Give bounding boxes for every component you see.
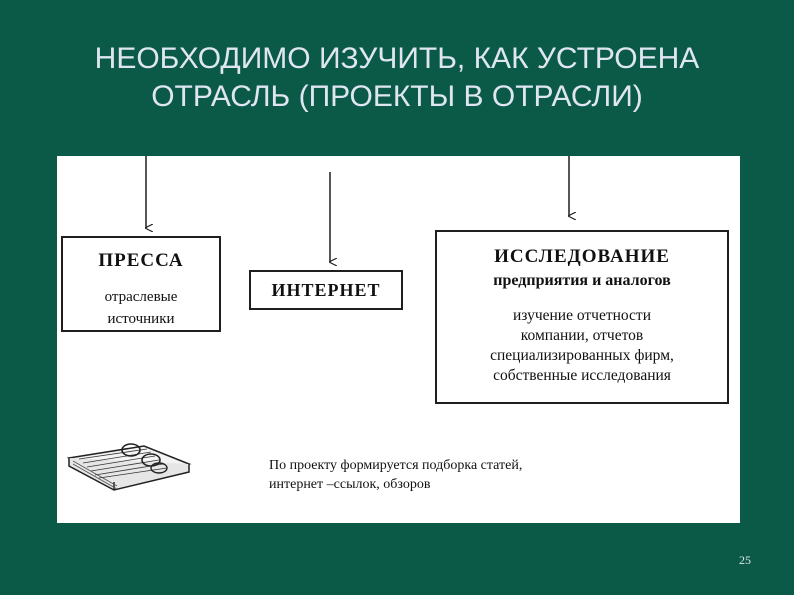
research-text: изучение отчетности компании, отчетов сп… (437, 306, 727, 386)
press-line-2: источники (107, 311, 175, 327)
slide-title-line-2: ОТРАСЛЬ (ПРОЕКТЫ В ОТРАСЛИ) (151, 80, 643, 113)
research-line-4: собственные исследования (493, 367, 671, 384)
research-subtitle: предприятия и аналогов (493, 272, 671, 289)
diagram-panel: ПРЕССА отраслевые источники ИНТЕРНЕТ ИСС… (57, 156, 740, 523)
arrows-layer (57, 156, 740, 523)
press-title: ПРЕССА (98, 250, 184, 271)
research-box: ИССЛЕДОВАНИЕ предприятия и аналогов изуч… (435, 230, 729, 404)
research-line-2: компании, отчетов (520, 327, 644, 344)
note-line-2: интернет –ссылок, обзоров (269, 477, 431, 492)
research-line-1: изучение отчетности (512, 307, 651, 324)
slide-title: НЕОБХОДИМО ИЗУЧИТЬ, КАК УСТРОЕНА ОТРАСЛЬ… (40, 40, 754, 116)
research-title: ИССЛЕДОВАНИЕ (494, 246, 670, 267)
internet-box: ИНТЕРНЕТ (249, 270, 403, 310)
slide-number: 25 (739, 553, 751, 567)
project-note: По проекту формируется подборка статей, … (269, 456, 689, 494)
notebook-icon (66, 443, 192, 491)
press-box: ПРЕССА отраслевые источники (61, 236, 221, 332)
note-line-1: По проекту формируется подборка статей, (269, 458, 523, 473)
press-text: отраслевые источники (63, 286, 219, 330)
press-line-1: отраслевые (104, 289, 178, 305)
slide-title-line-1: НЕОБХОДИМО ИЗУЧИТЬ, КАК УСТРОЕНА (94, 42, 700, 75)
research-line-3: специализированных фирм, (490, 347, 674, 364)
internet-title: ИНТЕРНЕТ (271, 280, 381, 300)
